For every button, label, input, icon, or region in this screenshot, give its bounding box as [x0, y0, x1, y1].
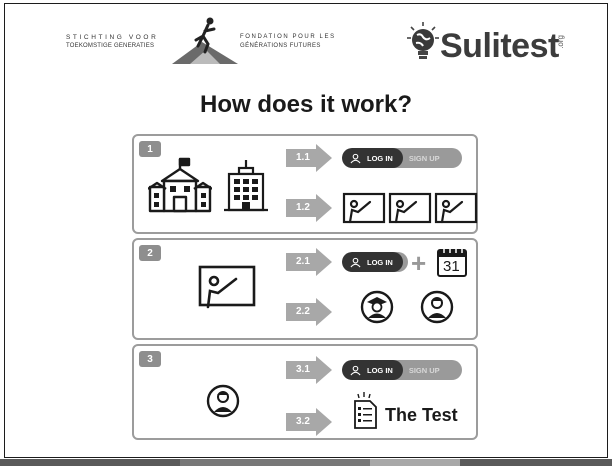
runner-emblem-icon — [172, 17, 238, 64]
login-label: LOG IN — [367, 365, 393, 375]
login-label: LOG IN — [367, 153, 393, 163]
user-icon — [350, 153, 361, 163]
graduate-avatar-icon — [360, 290, 394, 324]
step-arrow — [286, 408, 332, 436]
teacher-board-icon — [198, 265, 256, 309]
signup-label: SIGN UP — [408, 153, 440, 163]
stichting-logo: STICHTING VOOR TOEKOMSTIGE GENERATIES FO… — [66, 14, 334, 66]
teacher-board-icon — [342, 192, 478, 224]
substep-label: 3.1 — [296, 364, 310, 375]
person-avatar-icon — [206, 384, 240, 418]
signup-button[interactable]: SIGN UP — [403, 360, 448, 380]
substep-label: 1.1 — [296, 152, 310, 163]
logo-line-1: STICHTING VOOR — [66, 34, 159, 41]
logo-line-4: GÉNÉRATIONS FUTURES — [240, 43, 321, 49]
substep-label: 2.2 — [296, 306, 310, 317]
office-building-icon — [224, 160, 268, 212]
user-icon — [350, 257, 361, 267]
login-signup-toggle[interactable]: LOG IN SIGN UP — [342, 148, 462, 168]
login-label: LOG IN — [367, 257, 393, 267]
lightbulb-globe-icon — [407, 22, 439, 59]
the-test-label: The Test — [385, 405, 458, 425]
step-arrow — [286, 194, 332, 222]
logo-line-2: TOEKOMSTIGE GENERATIES — [66, 43, 155, 49]
substep-label: 3.2 — [296, 416, 310, 427]
user-icon — [350, 365, 361, 375]
substep-label: 2.1 — [296, 256, 310, 267]
step-arrow — [286, 356, 332, 384]
step-number: 3 — [139, 351, 161, 367]
login-toggle[interactable]: LOG IN — [342, 252, 408, 272]
plus-sign: + — [411, 248, 427, 278]
calendar-day: 31 — [443, 258, 460, 275]
calendar-icon — [437, 248, 467, 277]
logo-line-3: FONDATION POUR LES — [240, 34, 336, 40]
step-number: 2 — [139, 245, 161, 261]
login-button[interactable]: LOG IN — [342, 252, 403, 272]
login-button[interactable]: LOG IN — [342, 360, 403, 380]
bottom-bar-segment — [180, 459, 370, 466]
bottom-bar — [0, 459, 612, 466]
bottom-bar-segment — [370, 459, 460, 466]
person-avatar-icon — [420, 290, 454, 324]
step-number: 1 — [139, 141, 161, 157]
sulitest-logo: Sulitest .org — [406, 18, 576, 68]
sulitest-org-suffix: .org — [556, 35, 565, 49]
signup-label: SIGN UP — [408, 365, 440, 375]
test-document-icon — [354, 392, 377, 429]
step-arrow — [286, 298, 332, 326]
step-arrow — [286, 144, 332, 172]
substep-label: 1.2 — [296, 202, 310, 213]
slide-title: How does it work? — [199, 91, 412, 118]
sulitest-wordmark: Sulitest — [440, 27, 559, 65]
login-button[interactable]: LOG IN — [342, 148, 403, 168]
signup-button[interactable]: SIGN UP — [403, 148, 448, 168]
school-building-icon — [148, 157, 212, 213]
step-arrow — [286, 248, 332, 276]
login-signup-toggle[interactable]: LOG IN SIGN UP — [342, 360, 462, 380]
